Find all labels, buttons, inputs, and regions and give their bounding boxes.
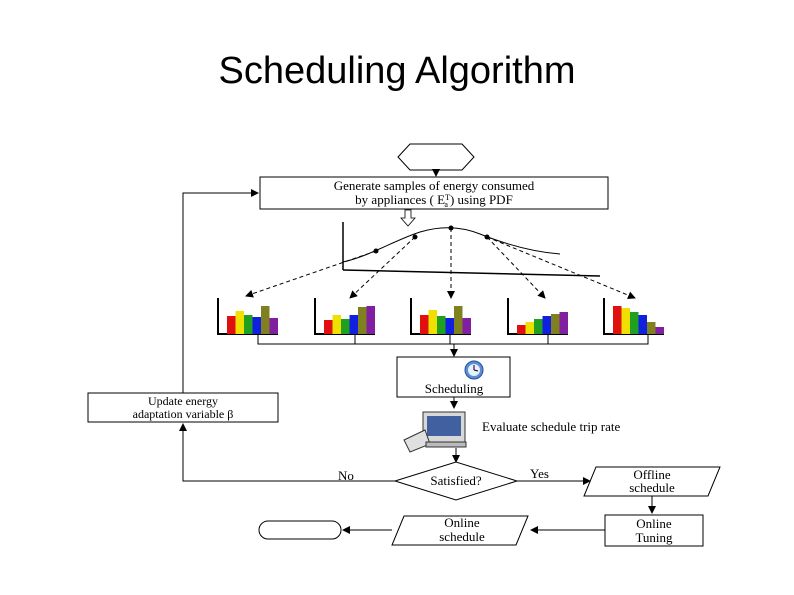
bar (542, 316, 551, 334)
bar-chart-icon (507, 298, 568, 335)
bar (349, 315, 358, 334)
no-path (179, 423, 395, 482)
decision-label: Satisfied? (430, 473, 481, 488)
bar (324, 320, 333, 334)
bar (462, 318, 471, 334)
bar (525, 322, 534, 334)
evaluate-label: Evaluate schedule trip rate (482, 419, 620, 434)
bar (235, 311, 244, 334)
update-line2: adaptation variable β (133, 407, 234, 421)
slide-title: Scheduling Algorithm (218, 50, 576, 92)
generate-samples-line1: Generate samples of energy consumed (334, 178, 535, 193)
bar (621, 308, 630, 334)
online-schedule-box (391, 515, 529, 546)
bar (559, 312, 568, 334)
no-label: No (338, 468, 354, 483)
bar (551, 314, 560, 334)
generate-samples-box (259, 176, 609, 210)
pdf-plot (342, 222, 601, 277)
bar (244, 315, 253, 334)
offline-line2: schedule (629, 480, 675, 495)
update-line1: Update energy (148, 394, 218, 408)
bar (269, 318, 278, 334)
bar-chart-icon (217, 298, 278, 335)
scheduling-label: Scheduling (425, 381, 484, 396)
bar (638, 315, 647, 334)
bar (227, 316, 236, 334)
bar (358, 307, 367, 334)
bar (252, 317, 261, 334)
online-tuning-line1: Online (636, 516, 672, 531)
yes-label: Yes (530, 466, 549, 481)
bar-chart-groups (217, 298, 664, 335)
end-terminator (258, 520, 342, 540)
bar (517, 325, 526, 334)
bar (420, 315, 429, 334)
online-tuning-line2: Tuning (635, 530, 673, 545)
loop-back-path (182, 189, 259, 393)
bar (341, 319, 350, 334)
collector-bracket (257, 335, 649, 357)
bar (332, 315, 341, 334)
bar-chart-icon (314, 298, 375, 335)
clock-icon (464, 360, 484, 380)
bar (366, 306, 375, 334)
bar (454, 306, 463, 334)
bar (534, 319, 543, 334)
offline-schedule-box (583, 466, 721, 497)
bar (261, 306, 270, 334)
bar (428, 310, 437, 334)
bar (630, 312, 639, 334)
computer-icon (403, 411, 467, 453)
online-schedule-line1: Online (444, 515, 480, 530)
hollow-down-arrow (400, 209, 416, 227)
bar (437, 316, 446, 334)
bar-chart-icon (603, 298, 664, 335)
offline-line1: Offline (633, 467, 671, 482)
update-energy-box (87, 392, 279, 423)
bar (647, 322, 656, 334)
sample-arrows (245, 228, 636, 300)
bar (445, 318, 454, 334)
online-schedule-line2: schedule (439, 529, 485, 544)
bar (613, 306, 622, 334)
bar (655, 327, 664, 334)
start-terminator (397, 143, 475, 171)
bar-chart-icon (410, 298, 471, 335)
